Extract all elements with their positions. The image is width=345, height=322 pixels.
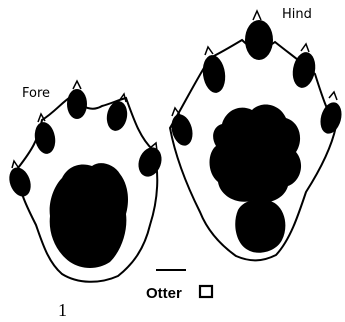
fore-toe-pad-3	[67, 89, 87, 119]
fore-foot-track	[5, 81, 165, 282]
hind-toe-pad-3	[245, 20, 273, 60]
fore-claw-3	[73, 81, 81, 89]
fore-main-pad	[50, 163, 128, 268]
fore-toe-pad-5	[135, 144, 166, 180]
figure-caption: Otter	[146, 285, 182, 302]
fore-toe-pad-1	[5, 164, 34, 199]
hind-label: Hind	[282, 7, 312, 22]
hind-heel-pad	[235, 199, 285, 253]
hind-foot-track	[168, 11, 345, 260]
fore-label: Fore	[22, 86, 50, 101]
hind-claw-3	[253, 11, 261, 20]
fore-toe-pad-2	[32, 121, 57, 156]
fore-claw-1	[12, 161, 18, 168]
figure-number: 1	[58, 300, 67, 320]
hind-claw-2	[205, 47, 213, 55]
hind-toe-pad-5	[317, 100, 345, 136]
caption-square-symbol	[200, 286, 212, 297]
hind-claw-5	[329, 92, 337, 100]
hind-claw-4	[301, 44, 309, 52]
hind-main-pad	[210, 104, 302, 202]
hind-toe-pad-2	[200, 54, 227, 95]
